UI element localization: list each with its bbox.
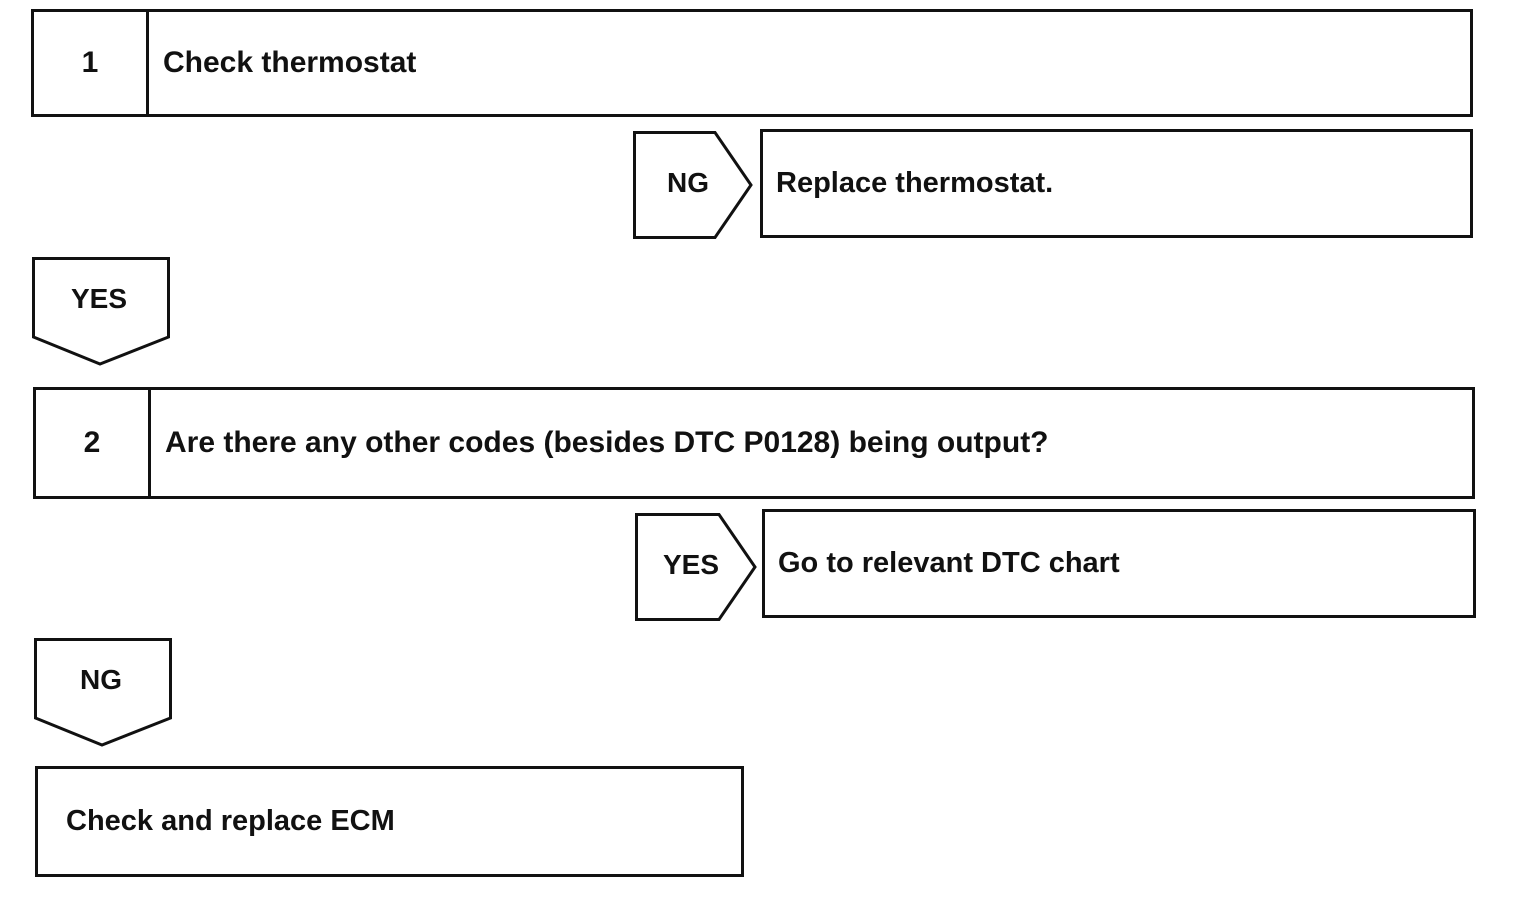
replace-thermostat-text: Replace thermostat. — [776, 167, 1054, 199]
relevant-dtc-chart-text: Go to relevant DTC chart — [778, 547, 1120, 579]
step-1-ng-tag: NG — [633, 131, 753, 239]
step-2-ng-tag: NG — [34, 638, 172, 748]
step-2-ng-label: NG — [80, 664, 122, 695]
step-1-box: 1 Check thermostat — [31, 9, 1473, 117]
replace-thermostat-box: Replace thermostat. — [760, 129, 1473, 238]
right-arrow-tag-shape — [633, 131, 753, 239]
step-1-ng-label: NG — [667, 167, 709, 198]
check-replace-ecm-text: Check and replace ECM — [66, 805, 395, 837]
step-1-text: Check thermostat — [163, 46, 417, 79]
step-2-box: 2 Are there any other codes (besides DTC… — [33, 387, 1475, 499]
step-1-yes-tag: YES — [32, 257, 170, 367]
check-replace-ecm-box: Check and replace ECM — [35, 766, 744, 877]
relevant-dtc-chart-box: Go to relevant DTC chart — [762, 509, 1476, 618]
step-1-number: 1 — [34, 12, 149, 114]
step-2-text: Are there any other codes (besides DTC P… — [165, 426, 1049, 459]
right-arrow-tag-shape — [635, 513, 757, 621]
step-2-yes-label: YES — [662, 549, 720, 580]
step-2-yes-tag: YES — [635, 513, 757, 621]
step-2-number: 2 — [36, 390, 151, 496]
down-arrow-tag-shape — [34, 638, 172, 747]
down-arrow-tag-shape — [32, 257, 170, 366]
step-1-yes-label: YES — [70, 283, 128, 314]
